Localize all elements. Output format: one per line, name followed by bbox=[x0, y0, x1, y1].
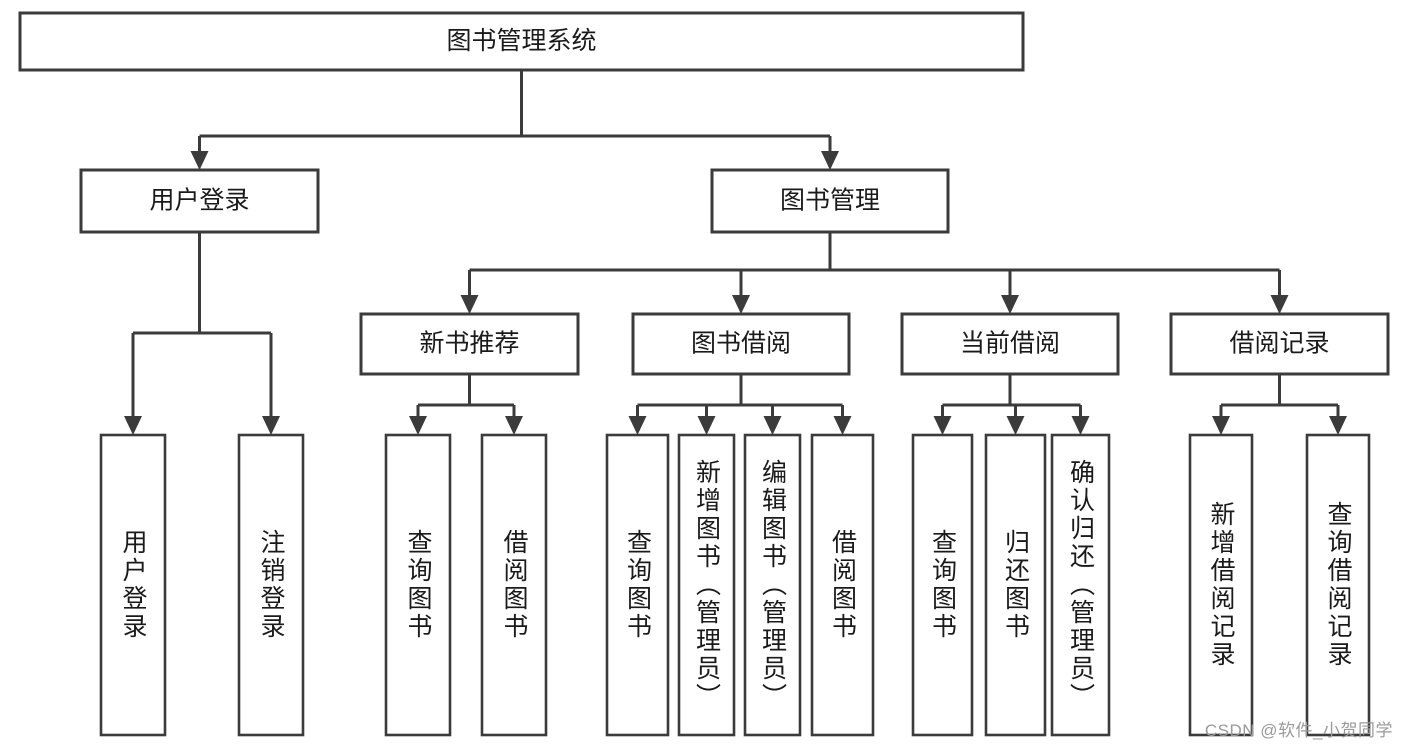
node-box-book-borrow bbox=[631, 312, 851, 376]
book-borrow-to-leaves-arrow-0-head bbox=[628, 416, 647, 435]
node-book-manage[interactable]: 图书管理 bbox=[710, 168, 950, 234]
node-book-borrow[interactable]: 图书借阅 bbox=[631, 312, 851, 376]
node-box-leaf-edit-book bbox=[743, 433, 802, 737]
current-borrow-to-leaves-arrow-2-head bbox=[1071, 416, 1090, 435]
node-leaf-confirm-return[interactable]: 确认归还（管理员） bbox=[1050, 433, 1111, 737]
node-new-book-recommend[interactable]: 新书推荐 bbox=[359, 312, 580, 376]
node-box-leaf-add-book bbox=[677, 433, 736, 737]
book-borrow-to-leaves-arrow-3-head bbox=[833, 416, 852, 435]
node-label-leaf-query-book-borrow: 查询图书 bbox=[624, 529, 653, 641]
node-label-new-book-recommend: 新书推荐 bbox=[419, 330, 519, 358]
node-box-root bbox=[18, 11, 1025, 72]
new-book-recommend-to-leaves-arrow-0-head bbox=[409, 416, 427, 435]
root-to-level2-arrow-1-head bbox=[821, 151, 839, 170]
node-leaf-add-borrow-record[interactable]: 新增借阅记录 bbox=[1188, 433, 1254, 737]
node-label-leaf-query-book-recommend: 查询图书 bbox=[404, 529, 433, 641]
node-label-leaf-user-login: 用户登录 bbox=[119, 529, 148, 641]
node-label-leaf-add-borrow-record: 新增借阅记录 bbox=[1207, 501, 1236, 669]
node-box-leaf-borrow-book-recommend bbox=[480, 433, 548, 737]
node-box-leaf-query-book-current bbox=[911, 433, 974, 737]
node-box-leaf-borrow-book bbox=[810, 433, 875, 737]
node-box-leaf-query-book-borrow bbox=[605, 433, 670, 737]
node-box-book-manage bbox=[710, 168, 950, 234]
node-borrow-record[interactable]: 借阅记录 bbox=[1169, 312, 1390, 376]
node-current-borrow[interactable]: 当前借阅 bbox=[900, 312, 1120, 376]
book-borrow-to-leaves-arrow-1-head bbox=[697, 416, 716, 435]
node-leaf-user-login[interactable]: 用户登录 bbox=[99, 433, 167, 737]
node-box-leaf-query-borrow-record bbox=[1305, 433, 1371, 737]
borrow-record-to-leaves-arrow-0-head bbox=[1212, 416, 1230, 435]
userlogin-to-leaves-arrow-1-head bbox=[262, 416, 280, 435]
node-label-leaf-query-book-current: 查询图书 bbox=[929, 529, 958, 641]
node-label-leaf-query-borrow-record: 查询借阅记录 bbox=[1324, 501, 1353, 669]
borrow-record-to-leaves-arrow-1-head bbox=[1329, 416, 1347, 435]
node-box-leaf-add-borrow-record bbox=[1188, 433, 1254, 737]
node-leaf-borrow-book[interactable]: 借阅图书 bbox=[810, 433, 875, 737]
node-box-leaf-user-login bbox=[99, 433, 167, 737]
node-box-new-book-recommend bbox=[359, 312, 580, 376]
node-label-leaf-add-book: 新增图书（管理员） bbox=[693, 459, 722, 711]
current-borrow-to-leaves-arrow-0-head bbox=[933, 416, 952, 435]
current-borrow-to-leaves-arrow-1-head bbox=[1006, 416, 1025, 435]
node-box-leaf-user-logout bbox=[237, 433, 305, 737]
node-leaf-query-borrow-record[interactable]: 查询借阅记录 bbox=[1305, 433, 1371, 737]
node-label-root: 图书管理系统 bbox=[446, 27, 596, 55]
node-label-leaf-borrow-book: 借阅图书 bbox=[829, 529, 858, 641]
node-label-book-borrow: 图书借阅 bbox=[691, 330, 791, 358]
node-label-book-manage: 图书管理 bbox=[780, 187, 880, 215]
node-leaf-add-book[interactable]: 新增图书（管理员） bbox=[677, 433, 736, 737]
node-label-user-login: 用户登录 bbox=[149, 187, 249, 215]
node-leaf-query-book-current[interactable]: 查询图书 bbox=[911, 433, 974, 737]
node-leaf-edit-book[interactable]: 编辑图书（管理员） bbox=[743, 433, 802, 737]
book-borrow-to-leaves-arrow-2-head bbox=[763, 416, 782, 435]
node-box-leaf-return-book bbox=[984, 433, 1047, 737]
bookmanage-to-level3-arrow-1-head bbox=[732, 295, 750, 314]
node-leaf-query-book-recommend[interactable]: 查询图书 bbox=[384, 433, 452, 737]
node-label-leaf-borrow-book-recommend: 借阅图书 bbox=[500, 529, 529, 641]
node-leaf-return-book[interactable]: 归还图书 bbox=[984, 433, 1047, 737]
node-leaf-borrow-book-recommend[interactable]: 借阅图书 bbox=[480, 433, 548, 737]
node-root[interactable]: 图书管理系统 bbox=[18, 11, 1025, 72]
node-label-current-borrow: 当前借阅 bbox=[960, 330, 1060, 358]
node-label-leaf-edit-book: 编辑图书（管理员） bbox=[759, 459, 788, 711]
node-box-leaf-query-book-recommend bbox=[384, 433, 452, 737]
node-box-user-login bbox=[79, 168, 320, 234]
bookmanage-to-level3-arrow-3-head bbox=[1270, 295, 1289, 314]
bookmanage-to-level3-arrow-0-head bbox=[460, 295, 479, 314]
userlogin-to-leaves-arrow-0-head bbox=[124, 416, 142, 435]
node-box-borrow-record bbox=[1169, 312, 1390, 376]
new-book-recommend-to-leaves-arrow-1-head bbox=[505, 416, 523, 435]
root-to-level2-arrow-0-head bbox=[190, 151, 209, 170]
node-layer: 图书管理系统用户登录图书管理新书推荐图书借阅当前借阅借阅记录用户登录注销登录查询… bbox=[18, 11, 1390, 737]
bookmanage-to-level3-arrow-2-head bbox=[1001, 295, 1019, 314]
node-label-borrow-record: 借阅记录 bbox=[1229, 330, 1329, 358]
node-label-leaf-return-book: 归还图书 bbox=[1002, 529, 1031, 641]
node-label-leaf-confirm-return: 确认归还（管理员） bbox=[1067, 459, 1096, 711]
node-leaf-user-logout[interactable]: 注销登录 bbox=[237, 433, 305, 737]
node-box-leaf-confirm-return bbox=[1050, 433, 1111, 737]
node-box-current-borrow bbox=[900, 312, 1120, 376]
node-leaf-query-book-borrow[interactable]: 查询图书 bbox=[605, 433, 670, 737]
node-label-leaf-user-logout: 注销登录 bbox=[257, 529, 286, 641]
connector-layer bbox=[124, 70, 1347, 435]
node-user-login[interactable]: 用户登录 bbox=[79, 168, 320, 234]
